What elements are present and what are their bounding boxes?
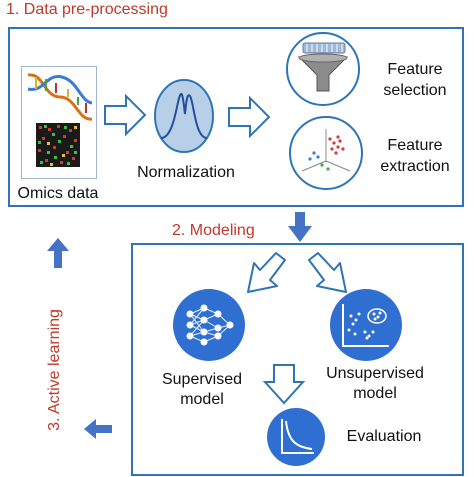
arrow-to-evaluation <box>262 364 306 405</box>
dna-helix-icon <box>27 73 93 121</box>
arrow-active-learning-left <box>84 419 112 439</box>
supervised-model-line2: model <box>180 391 224 408</box>
omics-data-label: Omics data <box>17 185 99 202</box>
microarray-heatmap-icon <box>36 123 80 167</box>
arrow-to-supervised <box>247 252 286 293</box>
evaluation-label: Evaluation <box>346 428 422 445</box>
active-learning-title: 3. Active learning <box>46 309 63 431</box>
preprocessing-title: 1. Data pre-processing <box>6 1 168 18</box>
modeling-title: 2. Modeling <box>172 222 255 239</box>
arrow-active-learning-up <box>47 238 69 268</box>
arrow-to-unsupervised <box>308 252 347 293</box>
cluster-plot-icon <box>330 289 402 361</box>
feature-selection-line2: selection <box>383 82 447 99</box>
unsupervised-model-line2: model <box>353 385 397 402</box>
arrow-normalization-to-features <box>228 95 271 139</box>
supervised-model-line1: Supervised <box>161 371 243 388</box>
arrow-to-modeling <box>288 212 312 242</box>
feature-extraction-line2: extraction <box>380 158 450 175</box>
feature-selection-line1: Feature <box>387 61 443 78</box>
neural-network-icon <box>173 289 245 361</box>
preprocessing-panel <box>8 27 464 207</box>
funnel-icon <box>286 32 360 106</box>
normalization-label: Normalization <box>137 164 235 181</box>
3d-scatter-icon <box>289 116 363 190</box>
feature-extraction-line1: Feature <box>387 137 443 154</box>
omics-image <box>21 66 97 179</box>
unsupervised-model-line1: Unsupervised <box>326 365 424 382</box>
normalization-bell-curve-icon <box>154 79 214 153</box>
arrow-omics-to-normalization <box>104 93 147 137</box>
modeling-panel <box>131 243 464 476</box>
evaluation-curve-icon <box>267 408 325 466</box>
